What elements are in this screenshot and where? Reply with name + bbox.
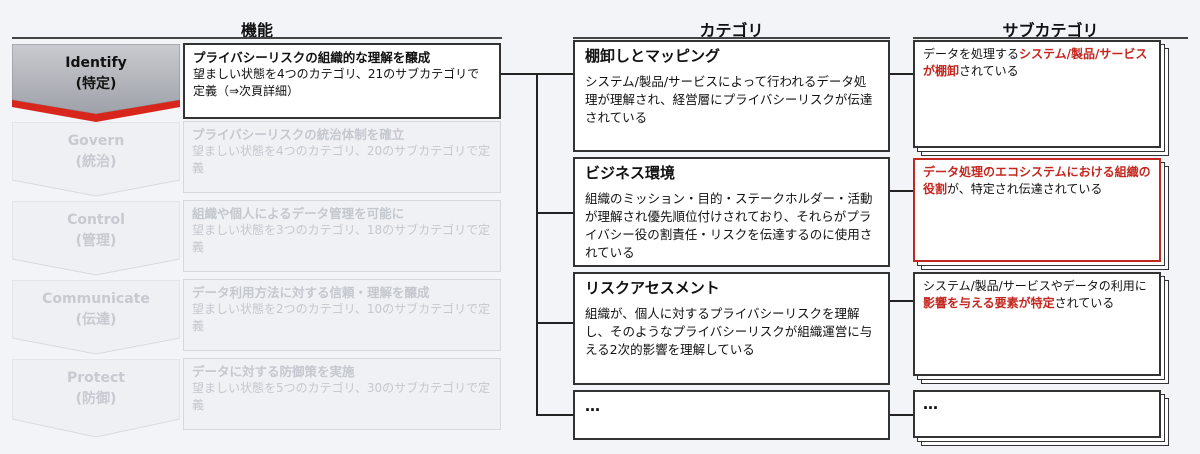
function-chevron-govern[interactable]: Govern (統治) [12,122,180,197]
subcategory-text: されている [959,64,1019,78]
function-name: Govern [67,133,125,149]
function-chevron-protect[interactable]: Protect (防御) [12,359,180,438]
subcategory-highlight: データ処理のエコシステムにおける組織の役割 [923,165,1151,196]
function-name: Protect [67,370,125,386]
function-desc-govern: プライバシーリスクの統治体制を確立 望ましい状態を4つのカテゴリ、20のサブカテ… [183,121,501,193]
function-name-jp: (防御) [75,391,117,407]
function-name-jp: (管理) [75,233,117,249]
function-desc-identify: プライバシーリスクの組織的な理解を醸成 望ましい状態を4つのカテゴリ、21のサブ… [183,43,501,119]
subcategory-card: … [913,390,1161,438]
subcategory-stack-2: データ処理のエコシステムにおける組織の役割が、特定され伝達されている [913,158,1169,270]
subcategory-stack-1: データを処理するシステム/製品/サービスが棚卸されている [913,40,1169,156]
subcategory-text: されている [1054,296,1115,310]
subcategory-header: サブカテゴリ [1002,21,1099,40]
category-box-business-environment: ビジネス環境 組織のミッション・目的・ステークホルダー・活動が理解され優先順位付… [573,157,890,267]
subcategory-stack-3: システム/製品/サービスやデータの利用に影響を与える要素が特定されている [913,272,1169,384]
subcategory-card: データを処理するシステム/製品/サービスが棚卸されている [913,40,1161,148]
category-title: ビジネス環境 [585,164,676,182]
category-box-risk-assessment: リスクアセスメント 組織が、個人に対するプライバシーリスクを理解し、そのようなプ… [573,272,890,385]
function-desc-text: 望ましい状態を4つのカテゴリ、20のサブカテゴリで定義 [192,144,491,175]
function-name-jp: (特定) [75,76,117,92]
function-desc-title: プライバシーリスクの組織的な理解を醸成 [193,50,431,65]
subcategory-highlight: システム/製品/サービスが棚卸 [923,47,1148,78]
function-name-jp: (統治) [75,154,117,170]
category-title: 棚卸しとマッピング [585,47,721,65]
function-desc-text: 望ましい状態を3つのカテゴリ、18のサブカテゴリで定義 [192,223,491,254]
function-desc-text: 望ましい状態を2つのカテゴリ、10のサブカテゴリで定義 [192,302,491,333]
category-box-more: … [573,390,890,440]
function-desc-text: 望ましい状態を5つのカテゴリ、30のサブカテゴリで定義 [192,381,491,412]
chevron-shape [12,122,180,197]
connector-branch-4 [536,414,574,416]
subcategory-stack-4: … [913,390,1169,446]
function-chevron-identify[interactable]: Identify (特定) [12,44,180,124]
function-desc-text: 望ましい状態を4つのカテゴリ、21のサブカテゴリで定義（⇒次頁詳細） [193,67,480,98]
connector-trunk [536,73,538,415]
chevron-shape [12,280,180,355]
connector-branch-1 [536,73,574,75]
function-desc-control: 組織や個人によるデータ管理を可能に 望ましい状態を3つのカテゴリ、18のサブカテ… [183,200,501,272]
connector-branch-3 [536,322,574,324]
function-desc-title: データ利用方法に対する信頼・理解を醸成 [192,285,430,300]
subcategory-text: データを処理する [923,47,1020,61]
connector-sub-2 [889,190,914,192]
subcategory-highlight: 影響を与える要素が特定 [923,296,1055,310]
function-name: Identify [65,55,127,71]
function-desc-title: 組織や個人によるデータ管理を可能に [192,206,405,221]
connector-sub-3 [889,300,914,302]
function-header: 機能 [240,21,273,40]
function-name: Control [67,212,125,228]
function-chevron-communicate[interactable]: Communicate (伝達) [12,280,180,355]
category-ellipsis: … [585,397,601,415]
function-name-jp: (伝達) [75,312,117,328]
function-header-underline [12,37,502,39]
connector-sub-1 [889,73,914,75]
function-desc-title: データに対する防御策を実施 [192,364,355,379]
subcategory-card: システム/製品/サービスやデータの利用に影響を与える要素が特定されている [913,272,1161,376]
category-title: リスクアセスメント [585,279,720,297]
subcategory-card: データ処理のエコシステムにおける組織の役割が、特定され伝達されている [913,158,1161,262]
function-chevron-control[interactable]: Control (管理) [12,201,180,276]
chevron-shape [12,201,180,276]
category-header: カテゴリ [699,21,764,40]
subcategory-text: が、特定され伝達されている [947,182,1103,196]
connector-sub-4 [889,414,914,416]
category-desc: 組織が、個人に対するプライバシーリスクを理解し、そのようなプライバシーリスクが組… [585,306,873,357]
category-box-inventory-mapping: 棚卸しとマッピング システム/製品/サービスによって行われるデータ処理が理解され… [573,40,890,152]
subcategory-text: システム/製品/サービスやデータの利用に [923,279,1147,293]
category-desc: システム/製品/サービスによって行われるデータ処理が理解され、経営層にプライバシ… [585,74,873,125]
connector-branch-2 [536,212,574,214]
category-desc: 組織のミッション・目的・ステークホルダー・活動が理解され優先順位付けされており、… [585,191,873,260]
category-header-underline [573,37,890,39]
subcategory-header-underline [913,37,1188,39]
function-name: Communicate [42,291,150,307]
subcategory-ellipsis: … [923,395,939,413]
function-desc-title: プライバシーリスクの統治体制を確立 [192,127,405,142]
function-desc-communicate: データ利用方法に対する信頼・理解を醸成 望ましい状態を2つのカテゴリ、10のサブ… [183,279,501,351]
function-desc-protect: データに対する防御策を実施 望ましい状態を5つのカテゴリ、30のサブカテゴリで定… [183,358,501,430]
chevron-shape [12,44,180,122]
chevron-shape [12,359,180,438]
connector-main [501,73,537,75]
